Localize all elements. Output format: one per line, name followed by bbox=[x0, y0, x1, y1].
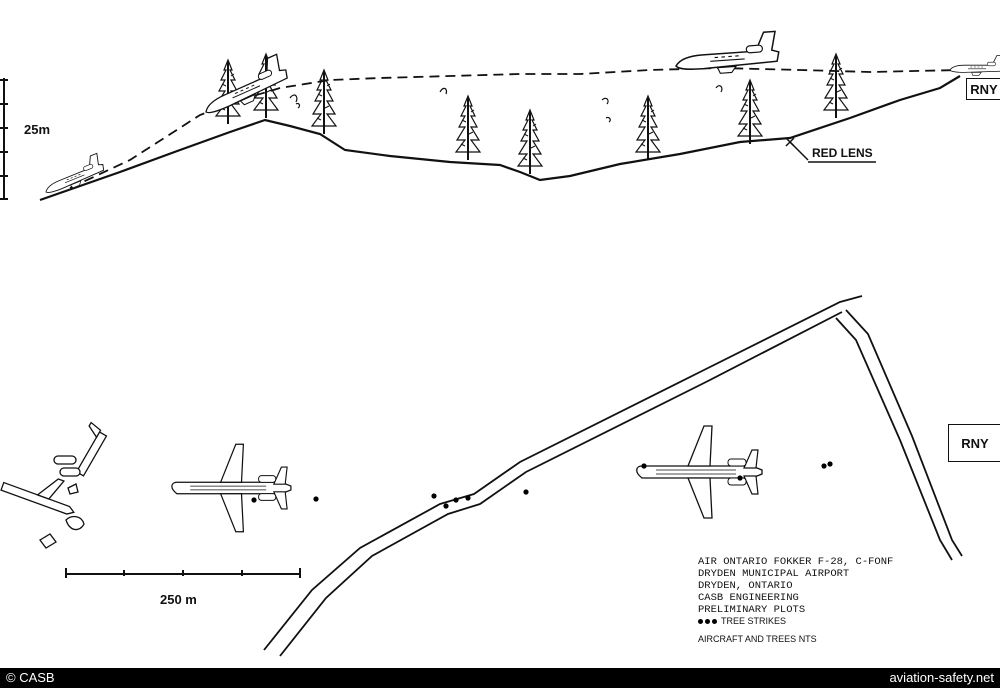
footer-bar: © CASB aviation-safety.net bbox=[0, 668, 1000, 688]
tree-strike-dots bbox=[251, 461, 833, 509]
aircraft-plan-2 bbox=[636, 425, 763, 519]
site-link[interactable]: aviation-safety.net bbox=[889, 670, 994, 685]
profile-runway-label: RNY bbox=[966, 78, 1000, 100]
legend-nts: AIRCRAFT AND TREES NTS bbox=[698, 632, 817, 646]
legend-nts-label: AIRCRAFT AND TREES NTS bbox=[698, 634, 817, 644]
caption-line: DRYDEN MUNICIPAL AIRPORT bbox=[698, 568, 850, 580]
wreckage-debris bbox=[0, 421, 108, 549]
legend-tree-strikes-label: TREE STRIKES bbox=[721, 616, 787, 626]
legend: TREE STRIKES AIRCRAFT AND TREES NTS bbox=[698, 614, 817, 646]
caption-line: DRYDEN, ONTARIO bbox=[698, 580, 793, 592]
plan-scale-label: 250 m bbox=[160, 592, 197, 607]
legend-tree-strikes: TREE STRIKES bbox=[698, 614, 817, 628]
profile-trees bbox=[215, 53, 849, 175]
plan-scale-bar bbox=[65, 568, 301, 578]
road bbox=[263, 295, 963, 657]
aircraft-profile-3 bbox=[673, 30, 781, 78]
caption-line: PRELIMINARY PLOTS bbox=[698, 604, 806, 616]
diagram-drawing bbox=[0, 30, 1000, 657]
red-lens-pointer bbox=[785, 137, 876, 163]
diagram-canvas bbox=[0, 30, 1000, 657]
caption-line: CASB ENGINEERING bbox=[698, 592, 799, 604]
aircraft-profile-1 bbox=[39, 152, 108, 199]
tree-strike-legend-dots bbox=[698, 618, 717, 624]
profile-view bbox=[0, 30, 1000, 202]
plan-view bbox=[0, 295, 963, 657]
plan-runway-label: RNY bbox=[948, 424, 1000, 462]
copyright-text: © CASB bbox=[6, 670, 55, 685]
aircraft-plan-1 bbox=[171, 443, 292, 533]
profile-scale-label: 25m bbox=[24, 122, 51, 137]
aircraft-profile-4 bbox=[949, 55, 1000, 76]
diagram-caption: AIR ONTARIO FOKKER F-28, C-FONF DRYDEN M… bbox=[698, 556, 893, 616]
profile-scale-bar bbox=[0, 78, 8, 200]
red-lens-label: RED LENS bbox=[812, 146, 873, 160]
terrain-profile-line bbox=[39, 75, 961, 202]
caption-line: AIR ONTARIO FOKKER F-28, C-FONF bbox=[698, 556, 894, 568]
